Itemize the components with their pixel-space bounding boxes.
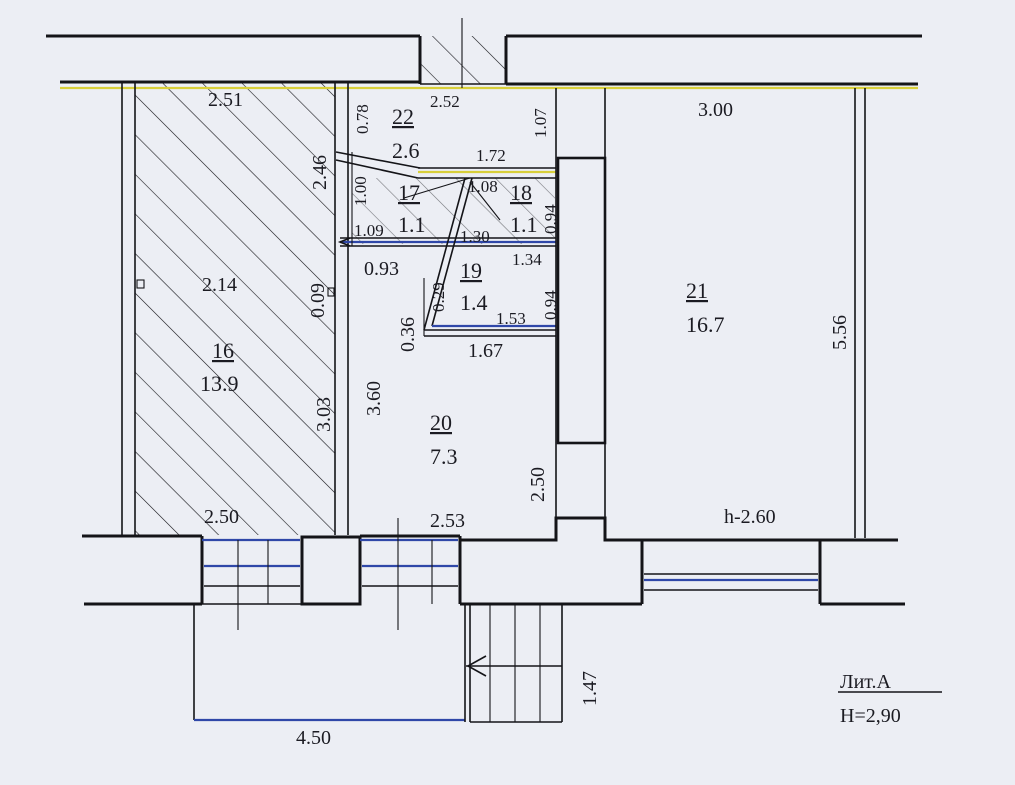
porch-stairs: [193, 604, 563, 723]
dim-1-09: 1.09: [354, 221, 384, 240]
dim-1-47: 1.47: [579, 671, 601, 706]
room-22-number: 22: [392, 104, 414, 129]
room-22-area: 2.6: [392, 138, 420, 163]
dim-2-51: 2.51: [208, 89, 243, 111]
partition-column: [556, 156, 607, 445]
room-18-area: 1.1: [510, 212, 538, 237]
dim-3-03: 3.03: [313, 397, 335, 432]
dim-0-29: 0.29: [429, 282, 448, 312]
legend-liter: Лит.А: [840, 671, 892, 693]
dim-1-00: 1.00: [351, 176, 370, 206]
top-wall: [46, 34, 922, 90]
dim-1-53: 1.53: [496, 309, 526, 328]
room-21-walls: [854, 88, 866, 538]
room-17-area: 1.1: [398, 212, 426, 237]
dim-5-56: 5.56: [829, 315, 851, 350]
room-19-number: 19: [460, 258, 482, 283]
dim-2-52: 2.52: [430, 92, 460, 111]
room-16-area: 13.9: [200, 371, 239, 396]
dim-1-07: 1.07: [531, 108, 550, 138]
room-21-number: 21: [686, 278, 708, 303]
chimney-hatch: [420, 36, 506, 84]
room-20-area: 7.3: [430, 444, 458, 469]
dim-0-94-b: 0.94: [541, 290, 560, 320]
dim-1-67: 1.67: [468, 340, 503, 362]
dim-2-50-horizontal: 2.50: [204, 506, 239, 528]
dim-0-93: 0.93: [364, 258, 399, 280]
dim-3-60: 3.60: [363, 381, 385, 416]
dim-2-14: 2.14: [202, 274, 237, 296]
dim-2-50-vertical: 2.50: [527, 467, 549, 502]
bottom-wall: [82, 516, 905, 630]
room-16-number: 16: [212, 338, 234, 363]
dim-0-78: 0.78: [353, 104, 372, 134]
dim-2-53: 2.53: [430, 510, 465, 532]
room-19-area: 1.4: [460, 290, 488, 315]
dim-1-34: 1.34: [512, 250, 542, 269]
dim-1-30: 1.30: [460, 227, 490, 246]
dim-1-72: 1.72: [476, 146, 506, 165]
dim-2-46: 2.46: [309, 155, 331, 190]
dim-0-36: 0.36: [397, 317, 419, 352]
legend-height: H=2,90: [840, 705, 901, 727]
dim-0-94-a: 0.94: [541, 204, 560, 234]
room-18-number: 18: [510, 180, 532, 205]
room-21-area: 16.7: [686, 312, 725, 337]
dim-0-09: 0.09: [307, 283, 329, 318]
room-20-number: 20: [430, 410, 452, 435]
small-room-partitions: [335, 88, 557, 518]
room-17-18-hatch: [352, 178, 555, 244]
dim-3-00: 3.00: [698, 99, 733, 121]
ceiling-height-label: h-2.60: [724, 506, 776, 528]
room-17-number: 17: [398, 180, 420, 205]
room-16-hatch: [135, 82, 335, 535]
room-16-walls: [121, 82, 349, 535]
dim-1-08: 1.08: [468, 177, 498, 196]
dim-4-50: 4.50: [296, 727, 331, 749]
